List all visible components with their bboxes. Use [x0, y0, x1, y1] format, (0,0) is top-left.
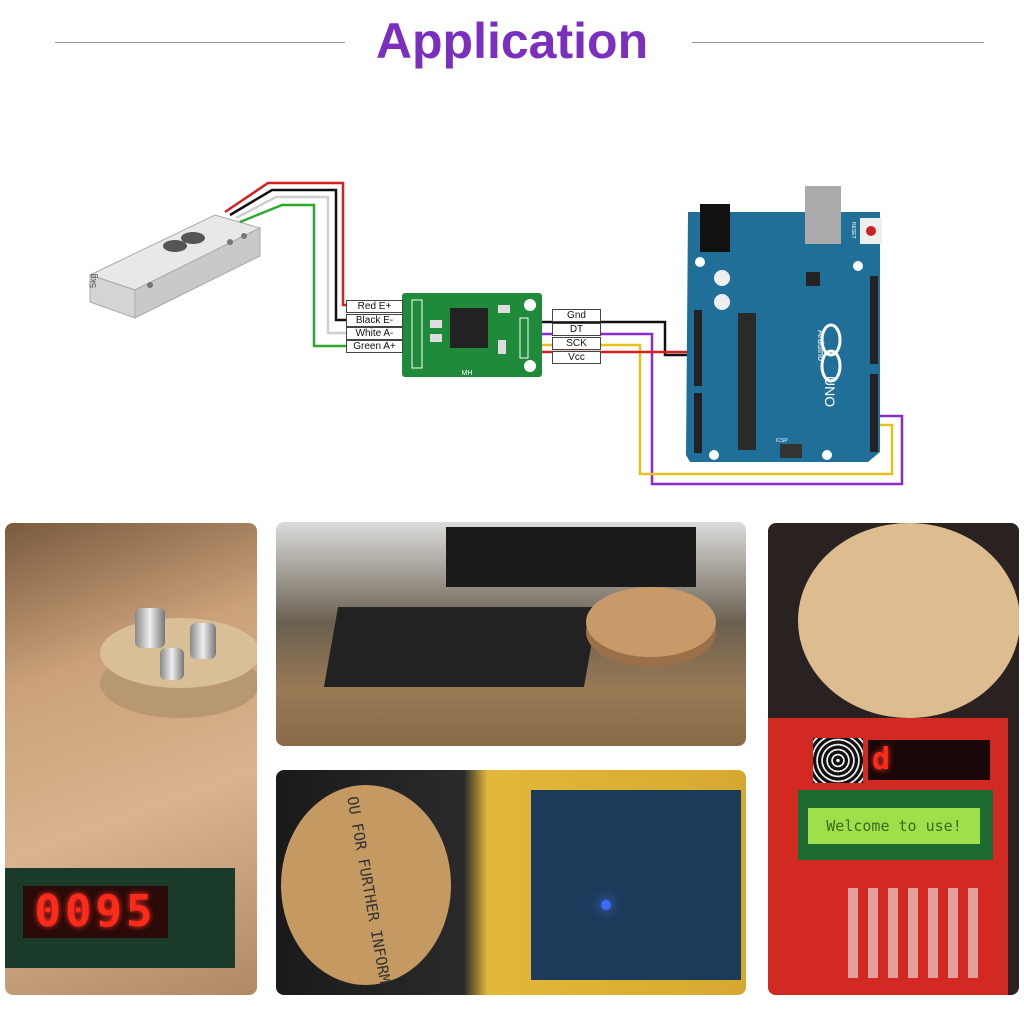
- seven-segment-display: 0095: [23, 886, 168, 938]
- load-cell: [88, 214, 262, 319]
- weight: [135, 608, 165, 648]
- pin-label-vcc: Vcc: [552, 351, 601, 364]
- wire-sck: [525, 343, 894, 476]
- icsp-label: ICSP: [776, 438, 788, 444]
- power-led: [601, 900, 611, 910]
- led-matrix: [813, 738, 863, 783]
- title-divider-left: [55, 42, 345, 43]
- plate-label-text: OU FOR FURTHER INFORM: [343, 795, 394, 985]
- reset-label: RESET: [850, 222, 856, 239]
- wooden-plate: [798, 523, 1019, 718]
- weight: [190, 623, 216, 659]
- photo-scale-with-weights: 0095: [5, 523, 257, 995]
- wire-label-green: Green A+: [346, 340, 403, 353]
- display-board: 0095: [5, 868, 235, 968]
- load-cell-label: 5kg: [88, 273, 98, 288]
- battery: [446, 527, 696, 587]
- weight: [160, 648, 184, 680]
- lcd-screen: Welcome to use!: [808, 808, 980, 844]
- pin-label-gnd: Gnd: [552, 309, 601, 322]
- dev-board: [531, 790, 741, 980]
- arduino-uno-board: [686, 186, 882, 462]
- pin-label-dt: DT: [552, 323, 601, 336]
- wire-label-black: Black E-: [346, 314, 403, 327]
- button-matrix: [838, 888, 988, 978]
- dev-board: [323, 607, 599, 687]
- photo-lcd-board: d Welcome to use!: [768, 523, 1019, 995]
- title-divider-right: [692, 42, 984, 43]
- wire-dt: [525, 332, 904, 486]
- photo-dev-board-with-scale: [276, 522, 746, 746]
- page-title: Application: [375, 13, 649, 69]
- wire-label-red: Red E+: [346, 300, 403, 313]
- board-name: Arduino: [816, 330, 826, 361]
- wooden-plate: [586, 587, 716, 657]
- wiring-diagram: MH Arduino UNO RESET ICSP 5kg: [88, 181, 904, 486]
- wire-gnd: [525, 320, 700, 357]
- hx711-module: [402, 293, 542, 377]
- seven-segment-display: d: [868, 740, 990, 780]
- wire-green: [239, 203, 405, 348]
- red-dev-board: d Welcome to use!: [768, 718, 1008, 995]
- board-model: UNO: [822, 376, 838, 407]
- photo-dev-board-yellow: OU FOR FURTHER INFORM: [276, 770, 746, 995]
- wire-label-white: White A-: [346, 327, 403, 340]
- wooden-plate: OU FOR FURTHER INFORM: [281, 785, 451, 985]
- lcd-module: Welcome to use!: [798, 790, 993, 860]
- pin-label-sck: SCK: [552, 337, 601, 350]
- module-silkscreen: MH: [462, 370, 473, 377]
